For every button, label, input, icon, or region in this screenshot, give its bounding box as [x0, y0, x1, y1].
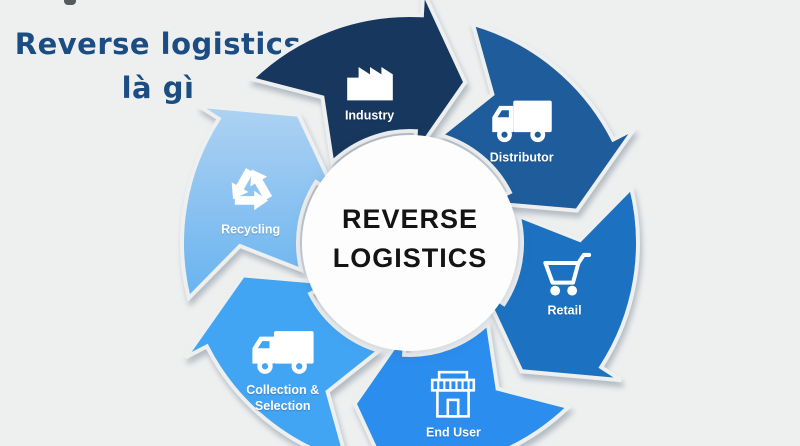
- page-title-line2: là gì: [121, 71, 195, 105]
- page-title-line1: Reverse logistics: [14, 27, 302, 61]
- center-title-line1: REVERSE: [341, 204, 479, 234]
- center-title-line2: LOGISTICS: [332, 243, 488, 273]
- center-circle: [302, 135, 518, 351]
- page-title: Reverse logistics là gì: [8, 22, 308, 110]
- center-title: REVERSE LOGISTICS: [310, 200, 510, 278]
- top-edge-artifact: [64, 0, 76, 5]
